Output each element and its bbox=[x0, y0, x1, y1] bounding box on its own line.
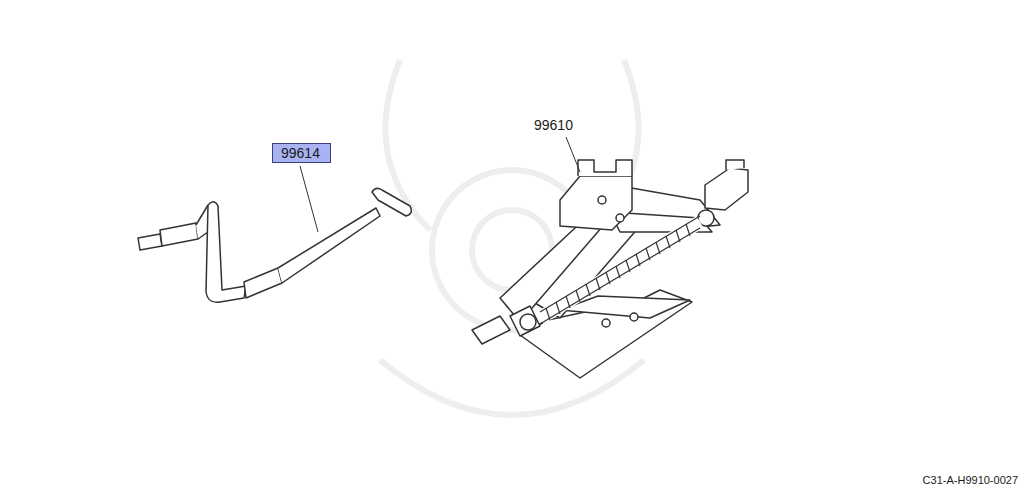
callout-number: 99610 bbox=[534, 117, 573, 133]
callout-number: 99614 bbox=[281, 145, 322, 161]
leader-line bbox=[300, 166, 318, 232]
callout-box: 99614 bbox=[272, 143, 331, 163]
drawing-code: C31-A-H9910-0027 bbox=[923, 474, 1018, 486]
leader-line bbox=[566, 137, 580, 172]
scissor-jack bbox=[472, 160, 748, 378]
jack-screw bbox=[540, 216, 700, 324]
jack-handle bbox=[138, 188, 411, 302]
